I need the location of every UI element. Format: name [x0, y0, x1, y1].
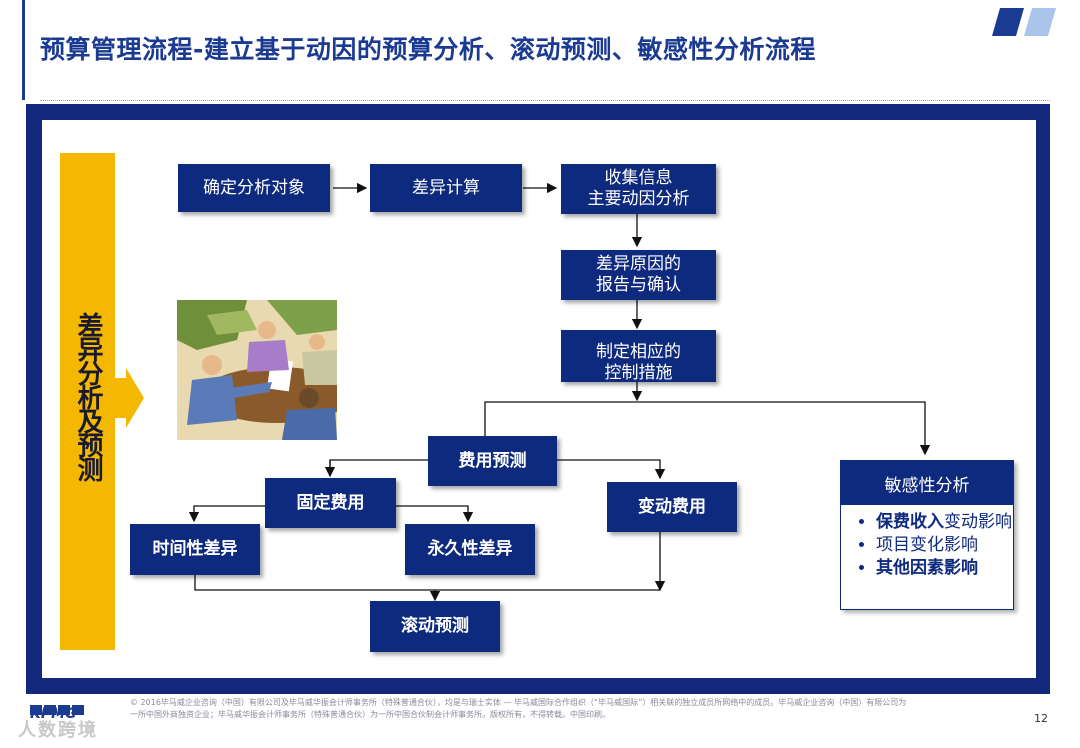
- node-permanent-variance: 永久性差异: [405, 524, 535, 575]
- kpmg-logo: KPMG: [30, 706, 77, 722]
- meeting-illustration: [177, 300, 337, 440]
- side-band-arrow: [114, 368, 144, 428]
- side-band: [60, 153, 115, 650]
- node-analysis-object: 确定分析对象: [178, 164, 330, 212]
- node-fixed-cost: 固定费用: [265, 478, 396, 528]
- node-variable-cost: 变动费用: [607, 482, 737, 532]
- title-accent-bar: [22, 0, 25, 100]
- sensitivity-header: 敏感性分析: [841, 461, 1013, 505]
- page-number: 12: [1034, 712, 1048, 725]
- page-title: 预算管理流程-建立基于动因的预算分析、滚动预测、敏感性分析流程: [40, 35, 816, 64]
- sensitivity-item: 项目变化影响: [876, 534, 1013, 557]
- node-cost-forecast: 费用预测: [428, 436, 557, 486]
- sensitivity-list: 保费收入变动影响 项目变化影响 其他因素影响: [841, 511, 1013, 580]
- sensitivity-item: 其他因素影响: [876, 557, 1013, 580]
- corner-decoration: [992, 8, 1056, 36]
- node-variance-report: 差异原因的 报告与确认: [561, 250, 716, 300]
- node-collect-info: 收集信息 主要动因分析: [561, 164, 716, 214]
- node-control-measures: 制定相应的 控制措施: [561, 330, 716, 382]
- title-divider: [40, 100, 1050, 101]
- node-timing-variance: 时间性差异: [130, 524, 260, 575]
- node-variance-calc: 差异计算: [370, 164, 522, 212]
- side-band-label: 差异分析及预测: [73, 312, 103, 480]
- logo-mark: [30, 700, 90, 719]
- node-rolling-forecast: 滚动预测: [370, 601, 500, 652]
- footer-disclaimer: © 2016毕马威企业咨询（中国）有限公司及毕马威华振会计师事务所（特殊普通合伙…: [130, 698, 907, 719]
- watermark: 人数跨境: [18, 720, 98, 741]
- sensitivity-item: 保费收入变动影响: [876, 511, 1013, 534]
- sensitivity-panel: 敏感性分析 保费收入变动影响 项目变化影响 其他因素影响: [840, 460, 1014, 610]
